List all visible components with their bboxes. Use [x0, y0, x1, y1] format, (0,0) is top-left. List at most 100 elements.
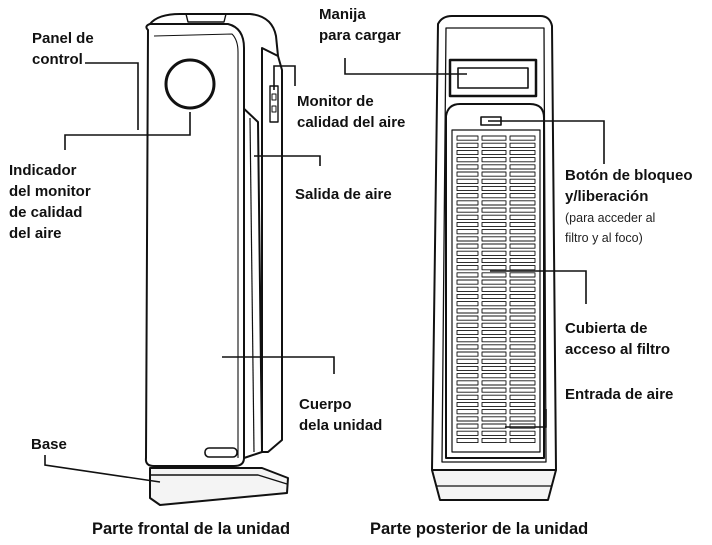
grille-slot: [481, 315, 507, 321]
grille-slot: [456, 315, 479, 321]
grille-slot: [481, 293, 507, 300]
grille-slot: [481, 157, 507, 163]
grille-slot: [456, 178, 479, 184]
grille-slot: [456, 394, 479, 400]
grille-slot: [509, 178, 536, 184]
grille-slot: [509, 265, 536, 271]
grille-slot: [456, 185, 479, 192]
leader-base: [44, 455, 161, 483]
leader-air-outlet: [254, 155, 321, 166]
grille-slot: [456, 430, 479, 436]
grille-slot: [456, 207, 479, 213]
grille-slot: [481, 221, 507, 228]
leader-lines: [44, 58, 605, 483]
label-base: Base: [31, 436, 67, 453]
grille-slot: [481, 236, 507, 242]
grille-slot: [481, 279, 507, 285]
grille-slot: [481, 308, 507, 314]
grille-slot: [481, 380, 507, 386]
grille-slot: [509, 337, 536, 343]
grille-slot: [509, 286, 536, 292]
label-air-outlet: Salida de aire: [295, 186, 392, 203]
leader-unit-body: [222, 356, 335, 374]
grille-slot: [509, 149, 536, 156]
grille-slot: [509, 142, 536, 148]
grille-slot: [481, 243, 507, 249]
grille-slot: [509, 207, 536, 213]
grille-slot: [481, 351, 507, 357]
grille-slot: [509, 437, 536, 444]
grille-slot: [509, 409, 536, 415]
grille-slot: [456, 344, 479, 350]
label-air-inlet: Entrada de aire: [565, 386, 674, 403]
leader-filter-cover: [490, 270, 587, 304]
caption-front: Parte frontal de la unidad: [92, 520, 291, 538]
grille-slot: [456, 373, 479, 379]
grille-slot: [456, 221, 479, 228]
grille-slot: [456, 308, 479, 314]
grille-slot: [509, 401, 536, 408]
grille-slot: [509, 193, 536, 199]
grille-slot: [509, 171, 536, 177]
grille-slot: [509, 157, 536, 163]
grille-slot: [481, 207, 507, 213]
leader-air-monitor: [273, 65, 296, 90]
grille-slot: [481, 401, 507, 408]
grille-slot: [456, 401, 479, 408]
grille-slot: [456, 293, 479, 300]
grille-slot: [481, 171, 507, 177]
grille-slot: [481, 373, 507, 379]
grille-slot: [481, 164, 507, 170]
grille-slot: [481, 423, 507, 429]
leader-lock-button: [488, 120, 605, 164]
grille-slot: [481, 135, 507, 141]
grille-slot: [481, 301, 507, 307]
grille-slot: [456, 423, 479, 429]
grille-slot: [481, 185, 507, 192]
grille-slot: [509, 200, 536, 206]
grille-slot: [481, 387, 507, 393]
grille-slot: [481, 437, 507, 444]
grille-slot: [481, 149, 507, 156]
grille-slot: [481, 416, 507, 422]
grille-slot: [456, 387, 479, 393]
grille-slot: [481, 322, 507, 328]
grille-slot: [481, 250, 507, 256]
grille-slot: [481, 265, 507, 271]
grille-slot: [481, 272, 507, 278]
grille-slot: [509, 221, 536, 228]
grille-slot: [456, 157, 479, 163]
grille-slot: [456, 250, 479, 256]
grille-slot: [456, 322, 479, 328]
grille-slot: [509, 380, 536, 386]
grille-slot: [456, 365, 479, 372]
grille-slot: [509, 236, 536, 242]
grille-slot: [456, 437, 479, 444]
grille-slot: [509, 164, 536, 170]
grille-slot: [456, 265, 479, 271]
grille-slot: [509, 272, 536, 278]
grille-slot: [509, 394, 536, 400]
grille-slot: [481, 229, 507, 235]
leader-handle: [344, 58, 467, 75]
grille-slot: [456, 416, 479, 422]
grille-slot: [456, 135, 479, 141]
grille-slot: [509, 416, 536, 422]
front-panel: [144, 23, 245, 467]
grille-slot: [456, 286, 479, 292]
grille-slot: [481, 365, 507, 372]
grille-slot: [456, 243, 479, 249]
front-side-panel: [239, 104, 263, 459]
grille-slot: [509, 315, 536, 321]
grille-slot: [456, 142, 479, 148]
grille-slot: [481, 178, 507, 184]
grille-slot: [509, 185, 536, 192]
air-inlet-grille: [456, 135, 536, 444]
caption-back: Parte posterior de la unidad: [370, 520, 589, 538]
leader-control-panel: [85, 62, 139, 130]
